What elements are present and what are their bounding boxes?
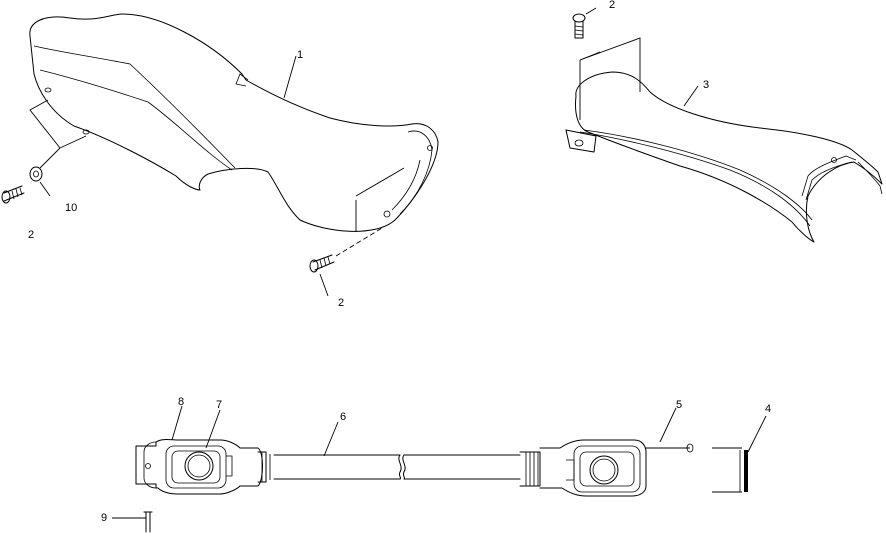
steering-cover-part-1 bbox=[30, 14, 438, 231]
seal-part-4 bbox=[712, 448, 748, 492]
left-u-joint-part-8 bbox=[136, 440, 263, 495]
pin-part-9 bbox=[144, 512, 152, 532]
callout-1: 1 bbox=[297, 49, 303, 61]
callout-2-top: 2 bbox=[609, 0, 615, 11]
callout-9: 9 bbox=[101, 512, 107, 524]
callout-2-middle: 2 bbox=[338, 297, 344, 309]
assembly-guide-lines-left bbox=[30, 100, 86, 168]
callout-8: 8 bbox=[178, 396, 184, 408]
steering-shaft-part-6 bbox=[258, 452, 520, 482]
left-spider-bearing-part-7 bbox=[185, 452, 232, 480]
screw-part-2-middle bbox=[310, 168, 404, 272]
washer-part-10 bbox=[30, 167, 42, 181]
callout-labels: 1 2 3 10 2 2 8 7 6 5 4 9 bbox=[28, 0, 771, 524]
screw-part-2-left bbox=[2, 186, 24, 203]
callout-6: 6 bbox=[340, 411, 346, 423]
callout-7: 7 bbox=[216, 399, 222, 411]
assembly-guide-lines-right bbox=[580, 38, 640, 120]
callout-10: 10 bbox=[65, 202, 77, 214]
callout-leaders bbox=[40, 8, 766, 518]
right-u-joint-part-5 bbox=[520, 440, 646, 496]
callout-2-left: 2 bbox=[28, 229, 34, 241]
bolt-part-5 bbox=[646, 444, 693, 452]
callout-5: 5 bbox=[676, 399, 682, 411]
screw-part-2-top bbox=[573, 14, 585, 38]
callout-3: 3 bbox=[703, 79, 709, 91]
callout-4: 4 bbox=[765, 403, 771, 415]
steering-cover-part-3 bbox=[566, 72, 882, 242]
